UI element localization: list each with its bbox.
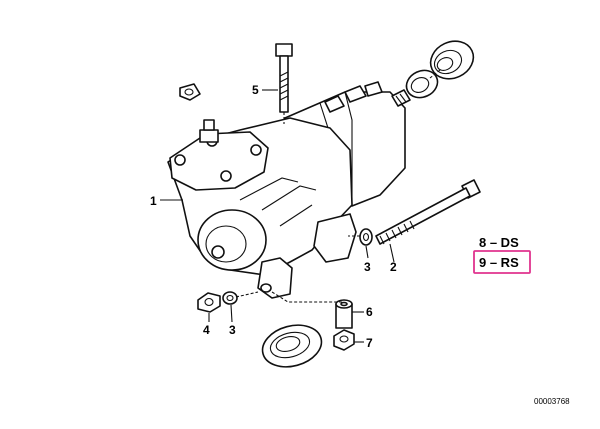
diagram-code: 00003768 — [534, 397, 570, 406]
callout-2: 2 — [390, 260, 397, 274]
nut-part-7[interactable] — [333, 329, 355, 351]
nut-top[interactable] — [179, 83, 201, 101]
steering-gear-housing[interactable] — [167, 81, 411, 299]
nut-part-4[interactable] — [197, 292, 221, 313]
washer-part-3-left[interactable] — [222, 291, 238, 305]
leader-lines — [160, 69, 441, 343]
long-bolt-part-2[interactable] — [375, 179, 481, 245]
legend-rs-highlight — [473, 250, 531, 274]
legend-rs: 9 – RS — [479, 255, 519, 270]
legend-ds: 8 – DS — [479, 235, 519, 250]
seal-small-top-right[interactable] — [402, 65, 442, 102]
seal-bottom[interactable] — [258, 319, 326, 373]
callout-7: 7 — [366, 336, 373, 350]
bolt-part-5[interactable] — [275, 43, 293, 113]
callout-1: 1 — [150, 194, 157, 208]
sleeve-part-6[interactable] — [335, 299, 353, 329]
washer-part-3-right[interactable] — [359, 228, 373, 246]
callout-4: 4 — [203, 323, 210, 337]
callout-6: 6 — [366, 305, 373, 319]
callout-3-right: 3 — [364, 260, 371, 274]
callout-5: 5 — [252, 83, 259, 97]
seal-large-top-right[interactable] — [424, 34, 479, 85]
callout-3-left: 3 — [229, 323, 236, 337]
